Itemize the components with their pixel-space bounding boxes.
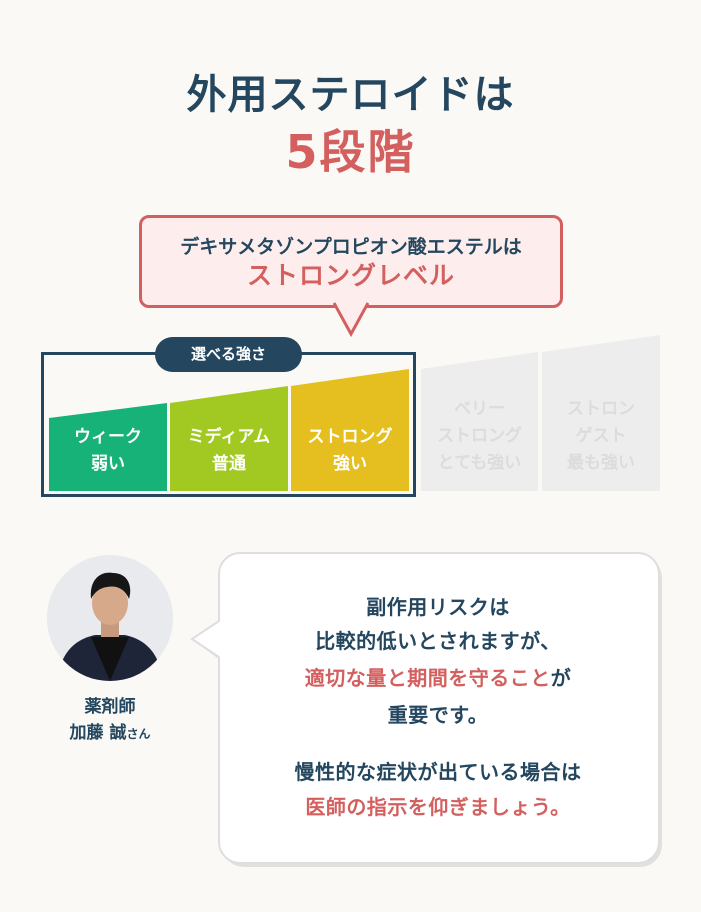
level-strongest: ストロン ゲスト 最も強い — [542, 396, 660, 486]
bar-weak-shape — [49, 403, 167, 491]
expert-name: 加藤 誠 — [69, 723, 127, 743]
bar-strong-shape — [291, 369, 409, 491]
bar-medium-shape — [170, 386, 288, 491]
advice-line-5: 慢性的な症状が出ている場合は — [294, 760, 582, 784]
advice-line-4: 重要です。 — [387, 703, 489, 727]
bar-very-strong-shape — [421, 352, 538, 491]
level-weak: ウィーク 弱い — [49, 424, 167, 484]
speech-bubble — [218, 552, 660, 864]
expert-name-line: 加藤 誠さん — [0, 721, 220, 746]
level-very-strong: ベリー ストロング とても強い — [421, 396, 538, 486]
level-medium: ミディアム 普通 — [170, 424, 288, 484]
level-very-strong-name-1: ベリー — [454, 399, 505, 419]
person-photo-icon — [47, 555, 173, 681]
speech-bubble-tail-icon — [190, 620, 220, 660]
advice-line-2: 比較的低いとされますが、 — [315, 629, 561, 653]
callout-drug-name: デキサメタゾンプロピオン酸エステルは — [180, 236, 522, 258]
advice-line-3-rest: が — [550, 666, 572, 690]
callout-box: デキサメタゾンプロピオン酸エステルは ストロングレベル — [139, 215, 563, 308]
advice-line-3: 適切な量と期間を守ることが — [218, 661, 658, 695]
level-very-strong-name-2: ストロング — [437, 426, 522, 446]
advice-line-1: 副作用リスクは — [366, 595, 510, 619]
advice-highlight-doctor: 医師の指示を仰ぎましょう。 — [305, 795, 571, 819]
level-strong-desc: 強い — [333, 454, 367, 474]
level-weak-desc: 弱い — [91, 454, 125, 474]
level-strongest-desc: 最も強い — [567, 453, 635, 473]
level-weak-name: ウィーク — [74, 427, 142, 447]
advice-highlight-dosage: 適切な量と期間を守ること — [304, 666, 551, 690]
level-strongest-name-2: ゲスト — [575, 426, 627, 446]
expert-honorific: さん — [126, 727, 151, 741]
level-very-strong-desc: とても強い — [437, 453, 522, 473]
bar-strongest-shape — [542, 335, 660, 491]
level-strongest-name-1: ストロン — [567, 399, 635, 419]
callout-tail-icon — [333, 302, 369, 338]
level-medium-name: ミディアム — [187, 427, 271, 447]
strength-bars-graphic — [49, 335, 660, 491]
title-line-1: 外用ステロイドは — [186, 72, 515, 118]
pharmacist-avatar — [47, 555, 173, 681]
level-medium-desc: 普通 — [212, 454, 246, 474]
expert-role: 薬剤師 — [84, 697, 136, 717]
level-strong: ストロング 強い — [291, 424, 409, 484]
title-line-2: 5段階 — [285, 125, 416, 179]
callout-level: ストロングレベル — [246, 261, 455, 290]
level-strong-name: ストロング — [307, 427, 393, 447]
selectable-strength-label: 選べる強さ — [155, 337, 302, 372]
